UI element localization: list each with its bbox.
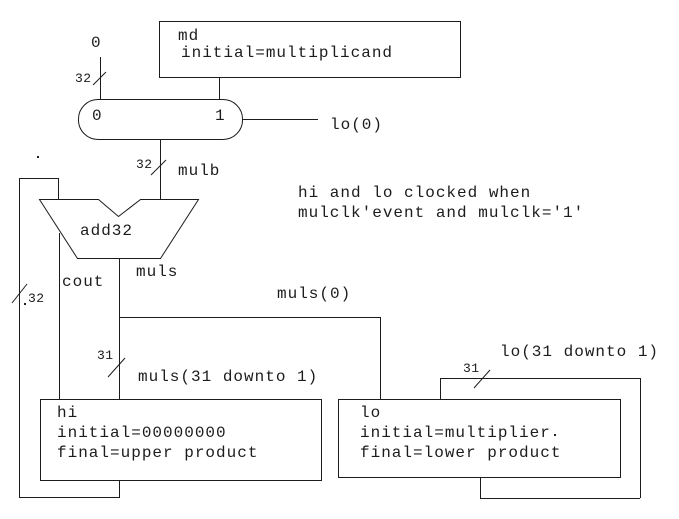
stray-dot: [37, 156, 39, 158]
bus-slash-31-lo: [473, 369, 491, 389]
adder-label: add32: [80, 222, 134, 240]
hi-register-initial: initial=00000000: [57, 424, 227, 442]
clock-note-line2: mulclk'event and mulclk='1': [298, 204, 585, 222]
bus-width-31-lo: 31: [463, 361, 480, 376]
mux-input0-label: 0: [92, 107, 103, 125]
mulb-label: mulb: [178, 162, 221, 180]
lo-register-name: lo: [360, 404, 382, 422]
bus-slash-32-feedback: [11, 283, 28, 304]
mux-select-label: lo(0): [330, 116, 384, 134]
bus-width-32-feedback: 32: [28, 291, 45, 306]
muls0-label: muls(0): [277, 285, 352, 303]
mux-input1-label: 1: [215, 107, 226, 125]
hi-register-name: hi: [57, 404, 79, 422]
stray-dot: [554, 434, 556, 436]
bus-width-31-muls: 31: [97, 348, 114, 363]
lo-slice-label: lo(31 downto 1): [500, 343, 660, 361]
md-register-name: md: [178, 27, 200, 45]
muls-label: muls: [136, 263, 179, 281]
md-register-box: [159, 21, 461, 78]
lo-register-box: [338, 399, 621, 478]
stray-dot: [24, 303, 26, 305]
bus-width-32-mulb: 32: [136, 157, 153, 172]
adder-shape: [38, 199, 200, 259]
cout-label: cout: [62, 273, 105, 291]
bus-slash-32-top: [92, 71, 107, 86]
lo-register-initial: initial=multiplier: [360, 424, 551, 442]
hi-register-box: [40, 399, 322, 481]
bus-slash-32-mulb: [150, 159, 167, 176]
lo-register-final: final=lower product: [360, 444, 562, 462]
muls-slice-label: muls(31 downto 1): [138, 368, 319, 386]
md-register-initial: initial=multiplicand: [181, 44, 394, 62]
mux-shape: [78, 99, 243, 140]
bus-slash-31-muls: [107, 357, 126, 378]
bus-width-32-top: 32: [75, 71, 92, 86]
hi-register-final: final=upper product: [57, 444, 259, 462]
clock-note-line1: hi and lo clocked when: [298, 184, 532, 202]
const-zero-label: 0: [91, 34, 102, 52]
